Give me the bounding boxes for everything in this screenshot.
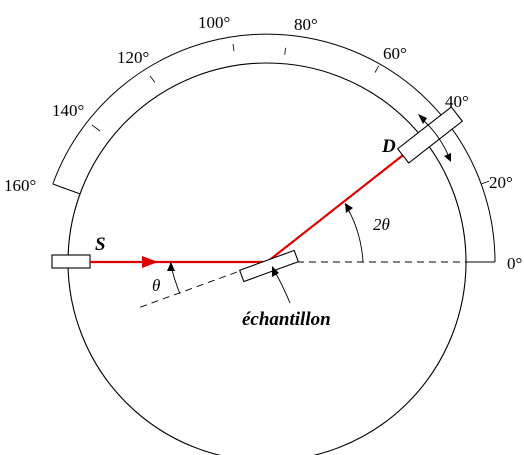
scale-tick-80	[284, 47, 286, 55]
two-theta-label: 2θ	[373, 215, 390, 234]
theta-arrow-head	[167, 262, 175, 271]
sample-plate	[238, 249, 300, 283]
scale-outer-arc	[52, 33, 496, 263]
sample-pointer-arrow-head	[272, 266, 279, 277]
sample-pointer	[273, 269, 291, 304]
scale-label-0: 0°	[507, 254, 522, 273]
theta-label: θ	[152, 276, 160, 295]
beam-arrow-head	[142, 256, 158, 268]
scale-end-cap-165	[52, 183, 81, 195]
scale-tick-60	[374, 65, 380, 73]
scale-tick-20	[481, 180, 490, 185]
two-theta-arc	[344, 203, 364, 263]
scale-label-40: 40°	[445, 92, 469, 111]
reflected-beam	[266, 140, 422, 263]
sample-plane-line	[137, 271, 238, 309]
scale-label-20: 20°	[489, 173, 513, 192]
scale-label-100: 100°	[198, 13, 230, 32]
scale-label-140: 140°	[52, 101, 84, 120]
detector-box	[396, 106, 464, 164]
scale-tick-140	[91, 124, 101, 132]
scale-tick-100	[232, 43, 235, 52]
scale-label-160: 160°	[4, 176, 36, 195]
scale-label-120: 120°	[117, 48, 149, 67]
scale-ticks	[91, 43, 490, 185]
sample-label: échantillon	[242, 309, 331, 330]
scale-label-60: 60°	[383, 44, 407, 63]
source-label: S	[95, 234, 106, 255]
scale-label-80: 80°	[294, 15, 318, 34]
detector-arrow-head-top	[418, 114, 427, 124]
goniometer-circle	[67, 62, 467, 455]
detector-arrow-head-bottom	[444, 153, 451, 162]
scale-tick-120	[149, 75, 156, 83]
detector-label: D	[381, 136, 396, 157]
scale-labels: 0° 20° 40° 60° 80° 100° 120° 140° 160°	[4, 13, 522, 273]
two-theta-arrow-head	[345, 203, 353, 213]
source-box	[51, 254, 91, 269]
